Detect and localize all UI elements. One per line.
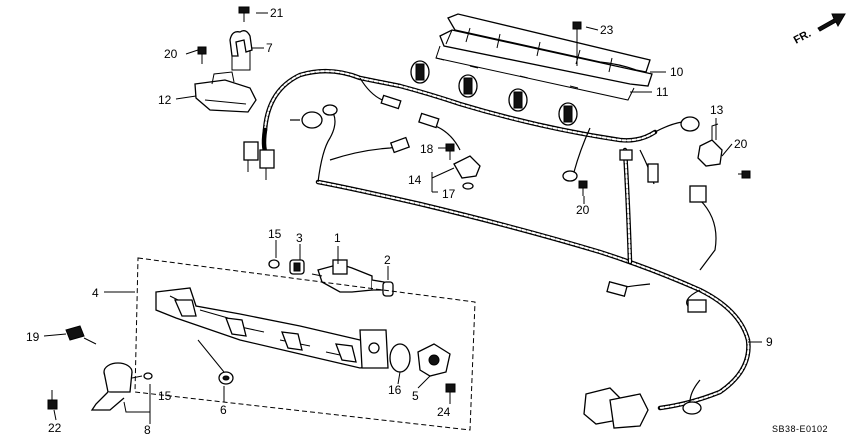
callout-12: 12 [158, 93, 172, 107]
callout-15-low: 15 [158, 389, 172, 403]
bracket-13 [697, 123, 751, 179]
front-arrow-icon [817, 13, 846, 32]
callout-20-right: 20 [734, 137, 748, 151]
injector-connectors [410, 60, 578, 126]
callout-7: 7 [266, 41, 273, 55]
gasket-16 [389, 343, 411, 373]
injector-parts [268, 259, 394, 297]
bolt-23-icon [572, 21, 582, 66]
grommet-19-icon [65, 325, 85, 341]
callout-18: 18 [420, 142, 434, 156]
callout-15-top: 15 [268, 227, 282, 241]
connector-top-left [301, 104, 338, 129]
callout-9: 9 [766, 335, 773, 349]
callout-19: 19 [26, 330, 40, 344]
fuel-rail-group-4 [47, 257, 476, 431]
callout-20-mid: 20 [576, 203, 590, 217]
callout-2: 2 [384, 253, 391, 267]
callout-14: 14 [408, 173, 422, 187]
connector-lower-right [687, 299, 707, 313]
bolt-22-icon [47, 390, 58, 410]
o-ring-15-low [143, 372, 153, 380]
connector-sensor-mid [389, 136, 411, 154]
connector-right-top [680, 116, 700, 132]
connector-main-plug [583, 387, 649, 429]
callout-labels: 21 20 7 12 23 10 11 13 20 18 14 17 20 15… [26, 6, 773, 437]
callout-13: 13 [710, 103, 724, 117]
callout-20-topleft: 20 [164, 47, 178, 61]
bolt-21-icon [238, 6, 250, 22]
callout-10: 10 [670, 65, 684, 79]
wire-harness-9 [261, 68, 751, 411]
o-ring-15-top [268, 259, 280, 269]
bolt-20-icon [197, 46, 207, 64]
callout-22: 22 [48, 421, 62, 435]
connector-top-mid [380, 94, 402, 110]
clamp-7 [229, 30, 253, 57]
group-boundary [134, 257, 476, 431]
connector-left-cluster [243, 141, 275, 180]
harness-clip [619, 149, 633, 161]
callout-4: 4 [92, 286, 99, 300]
leader-lines [43, 12, 762, 424]
callout-6: 6 [220, 403, 227, 417]
rail-mounts [174, 299, 357, 363]
connector-ground [562, 170, 578, 182]
bolt-24-icon [445, 383, 456, 400]
callout-16: 16 [388, 383, 402, 397]
callout-23: 23 [600, 23, 614, 37]
callout-1: 1 [334, 231, 341, 245]
bracket-12 [194, 79, 257, 113]
callout-17: 17 [442, 187, 456, 201]
harness-connectors [243, 94, 707, 429]
front-direction-indicator: FR. [792, 13, 846, 47]
callout-21: 21 [270, 6, 284, 20]
bolt-20-right-icon [738, 170, 751, 179]
front-direction-label: FR. [792, 28, 813, 47]
connector-sensor-end [682, 401, 702, 415]
connector-top-right [418, 112, 440, 129]
bolt-20-mid-icon [578, 180, 588, 196]
connector-right-mid [689, 185, 707, 203]
callout-5: 5 [412, 389, 419, 403]
cushion-6 [218, 371, 234, 385]
sensor-assembly [445, 143, 588, 196]
callout-3: 3 [296, 231, 303, 245]
callout-24: 24 [437, 405, 451, 419]
bracket-group [194, 6, 257, 113]
fuel-rail-cover [435, 13, 653, 101]
cushion-3 [289, 259, 305, 275]
o-ring-17 [462, 182, 474, 190]
connector-right-small [647, 163, 659, 183]
seal-2 [382, 281, 394, 297]
sensor-14 [453, 155, 481, 179]
callout-11: 11 [656, 85, 669, 99]
callout-8: 8 [144, 423, 151, 437]
injector-1 [311, 259, 385, 293]
pressure-regulator-8 [90, 362, 143, 411]
diagram-code: SB38-E0102 [772, 424, 828, 434]
bolt-18-icon [445, 143, 455, 160]
connector-lower-left [606, 281, 628, 297]
